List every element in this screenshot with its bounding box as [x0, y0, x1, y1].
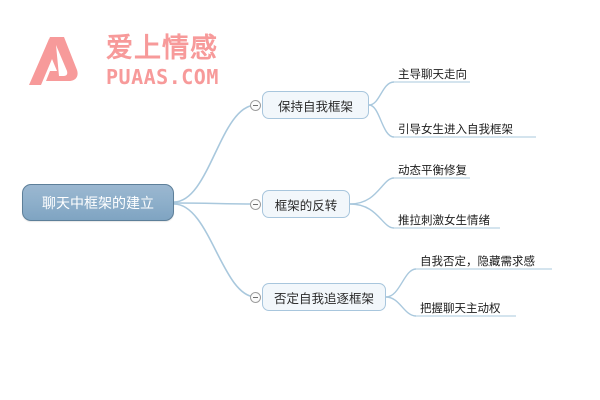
connector-branch-1-leaf-1 [368, 81, 395, 106]
mindmap-root-label: 聊天中框架的建立 [42, 195, 154, 212]
mindmap-branch-node-1[interactable]: 保持自我框架 [262, 91, 369, 119]
mindmap-leaf-label-2-2: 推拉刺激女生情绪 [398, 213, 490, 227]
connector-branch-1-leaf-2 [368, 104, 395, 138]
connector-root-branch-3 [173, 203, 257, 298]
mindmap-branch-label-1: 保持自我框架 [277, 98, 353, 114]
connector-root-branch-1 [173, 104, 257, 203]
mindmap-branch-node-3[interactable]: 否定自我追逐框架 [262, 283, 386, 311]
logo-domain-text: PUAAS.COM [106, 65, 219, 89]
mindmap-leaf-node-3-2[interactable]: 把握聊天主动权 [420, 301, 501, 315]
connector-root-branch-2 [173, 202, 257, 205]
mindmap-leaf-node-2-2[interactable]: 推拉刺激女生情绪 [398, 213, 490, 227]
collapse-toggle-branch-3[interactable] [250, 292, 261, 303]
mindmap-leaf-label-2-1: 动态平衡修复 [398, 163, 467, 177]
connector-branch-2-leaf-2 [349, 203, 395, 229]
mindmap-root-node[interactable]: 聊天中框架的建立 [22, 184, 174, 221]
mindmap-branch-label-3: 否定自我追逐框架 [273, 290, 374, 306]
connector-branch-3-leaf-2 [385, 296, 417, 317]
collapse-toggle-branch-1[interactable] [250, 100, 261, 111]
mindmap-leaf-node-1-2[interactable]: 引导女生进入自我框架 [398, 122, 513, 136]
mindmap-leaf-node-2-1[interactable]: 动态平衡修复 [398, 163, 467, 177]
puaas-logo: 爱上情感 PUAAS.COM [26, 32, 218, 94]
logo-mark-icon [29, 37, 78, 85]
logo-chinese-text: 爱上情感 [106, 33, 218, 64]
connector-branch-2-leaf-1 [349, 177, 395, 205]
mindmap-leaf-label-3-2: 把握聊天主动权 [420, 301, 501, 315]
mindmap-leaf-node-1-1[interactable]: 主导聊天走向 [398, 67, 467, 81]
mindmap-leaf-label-1-2: 引导女生进入自我框架 [398, 122, 513, 136]
mindmap-branch-node-2[interactable]: 框架的反转 [262, 190, 350, 218]
connector-branch-3-leaf-1 [385, 268, 417, 298]
collapse-toggle-branch-2[interactable] [250, 199, 261, 210]
mindmap-leaf-label-1-1: 主导聊天走向 [398, 67, 467, 81]
mindmap-leaf-node-3-1[interactable]: 自我否定，隐藏需求感 [420, 254, 535, 268]
mindmap-branch-label-2: 框架的反转 [274, 197, 338, 213]
mindmap-leaf-label-3-1: 自我否定，隐藏需求感 [420, 254, 535, 268]
